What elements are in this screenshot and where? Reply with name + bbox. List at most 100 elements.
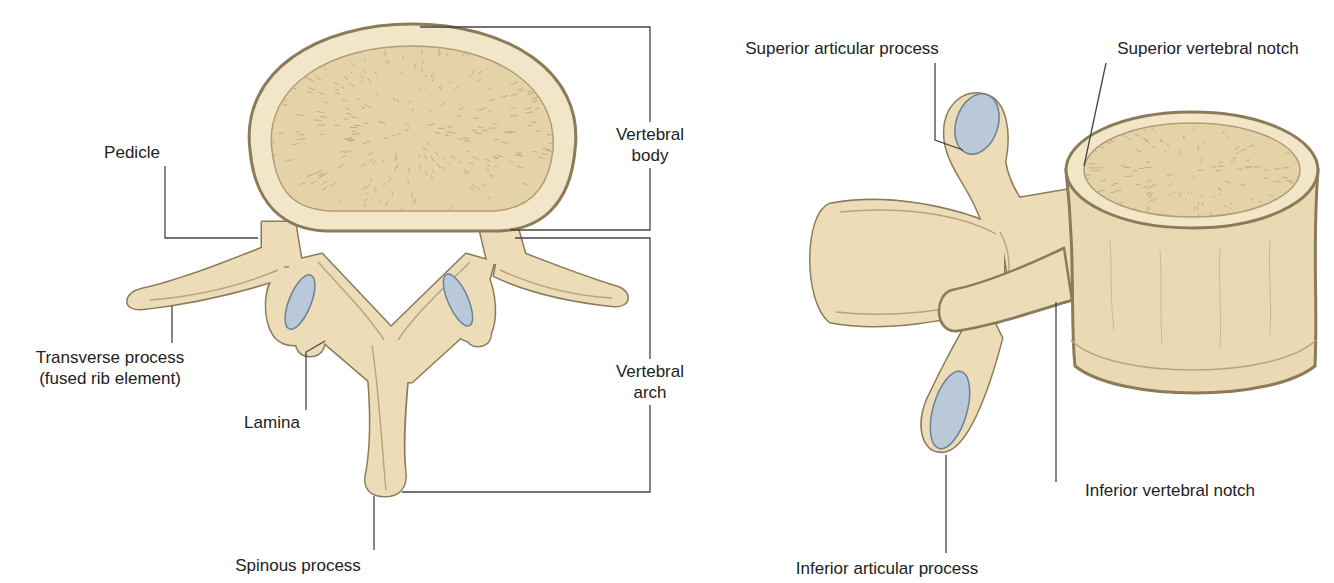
bone-texture-mark	[366, 193, 367, 195]
bone-texture-mark	[1222, 131, 1225, 134]
bone-texture-mark	[1245, 167, 1251, 168]
bone-texture-mark	[487, 89, 491, 91]
bone-texture-mark	[1241, 184, 1245, 185]
bone-texture-mark	[446, 53, 447, 56]
bone-texture-mark	[511, 82, 517, 85]
bone-texture-mark	[392, 134, 395, 136]
leader-line	[171, 306, 172, 343]
bone-texture-mark	[389, 177, 391, 182]
bone-texture-mark	[1167, 144, 1169, 146]
leader-line	[306, 341, 325, 410]
illustration-part	[939, 248, 1072, 331]
part-label: Vertebral arch	[601, 359, 699, 405]
bone-texture-mark	[451, 206, 453, 208]
bone-texture-mark	[470, 187, 474, 191]
illustration-part	[1160, 250, 1162, 345]
bone-texture-mark	[478, 127, 482, 128]
bone-texture-mark	[532, 101, 537, 102]
bone-texture-mark	[1137, 150, 1141, 151]
bone-texture-mark	[334, 82, 338, 84]
leader-line	[1084, 63, 1106, 166]
bone-texture-mark	[1226, 181, 1231, 183]
bone-texture-mark	[1111, 191, 1114, 193]
transverse-process	[939, 248, 1072, 331]
bone-texture-mark	[447, 132, 450, 133]
bone-texture-mark	[1149, 193, 1152, 195]
bone-texture-mark	[511, 115, 518, 117]
bone-texture-mark	[1269, 195, 1272, 196]
bone-texture-mark	[1107, 142, 1111, 143]
bone-texture-mark	[473, 117, 478, 119]
bone-texture-mark	[386, 201, 387, 205]
bone-texture-mark	[520, 90, 524, 91]
bone-texture-mark	[549, 143, 556, 145]
bone-texture-mark	[490, 99, 495, 101]
bone-texture-mark	[362, 164, 366, 167]
bone-texture-mark	[450, 132, 456, 134]
bone-texture-mark	[533, 97, 540, 99]
bone-texture-mark	[342, 99, 347, 101]
bone-texture-mark	[408, 169, 409, 172]
bone-texture-mark	[397, 133, 401, 135]
bone-texture-mark	[488, 196, 491, 198]
bone-texture-mark	[415, 199, 416, 201]
bone-texture-mark	[373, 161, 376, 164]
bone-texture-mark	[420, 88, 421, 90]
bone-texture-mark	[1147, 187, 1152, 189]
bone-texture-mark	[322, 173, 327, 176]
bone-texture-mark	[472, 69, 475, 71]
bone-texture-mark	[413, 199, 414, 204]
bone-texture-mark	[363, 187, 366, 190]
part-label: Inferior articular process	[796, 558, 978, 579]
bone-texture-mark	[406, 42, 407, 46]
bone-texture-mark	[336, 89, 339, 90]
bone-texture-mark	[510, 161, 513, 163]
bone-texture-mark	[325, 68, 327, 69]
bone-texture-mark	[365, 105, 371, 108]
bone-texture-mark	[468, 151, 471, 152]
bone-texture-mark	[1102, 180, 1106, 181]
bone-texture-mark	[462, 53, 464, 56]
bone-texture-mark	[341, 151, 346, 153]
bone-texture-mark	[1152, 128, 1155, 131]
bone-texture-mark	[1237, 169, 1242, 170]
bone-texture-mark	[427, 124, 434, 125]
bone-texture-mark	[430, 95, 431, 97]
bone-texture-mark	[472, 184, 475, 187]
bone-texture-mark	[418, 155, 420, 157]
bone-texture-mark	[1286, 152, 1289, 154]
bone-texture-mark	[262, 120, 269, 121]
bone-texture-mark	[320, 116, 326, 118]
bone-texture-mark	[335, 125, 339, 126]
bone-texture-mark	[1137, 184, 1141, 185]
bone-texture-mark	[1120, 202, 1123, 203]
bone-texture-mark	[319, 92, 323, 94]
bone-texture-mark	[494, 139, 498, 141]
bone-texture-mark	[1235, 147, 1239, 149]
bone-texture-mark	[1114, 183, 1117, 185]
bone-texture-mark	[1125, 175, 1132, 177]
bone-texture-mark	[1148, 180, 1151, 182]
bone-texture-mark	[493, 123, 497, 124]
illustration-part	[1219, 248, 1220, 348]
bone-texture-mark	[1145, 167, 1152, 168]
bone-texture-mark	[486, 169, 488, 170]
bone-texture-mark	[1210, 213, 1211, 216]
bone-texture-mark	[1160, 140, 1162, 142]
bone-texture-mark	[1232, 158, 1237, 159]
illustration-part	[364, 336, 412, 496]
bone-texture-mark	[1183, 137, 1184, 139]
bone-texture-mark	[1110, 140, 1114, 141]
bone-texture-mark	[314, 119, 320, 121]
bone-texture-mark	[401, 72, 402, 74]
bone-texture-mark	[434, 40, 436, 44]
bone-texture-mark	[475, 132, 482, 134]
bone-texture-mark	[447, 162, 449, 164]
bone-texture-mark	[478, 79, 480, 81]
bone-texture-mark	[489, 128, 496, 129]
bone-texture-mark	[1254, 166, 1260, 167]
bone-texture-mark	[308, 92, 311, 93]
bone-texture-mark	[383, 184, 385, 186]
bone-texture-mark	[356, 183, 358, 185]
part-label: Transverse process (fused rib element)	[24, 347, 196, 389]
